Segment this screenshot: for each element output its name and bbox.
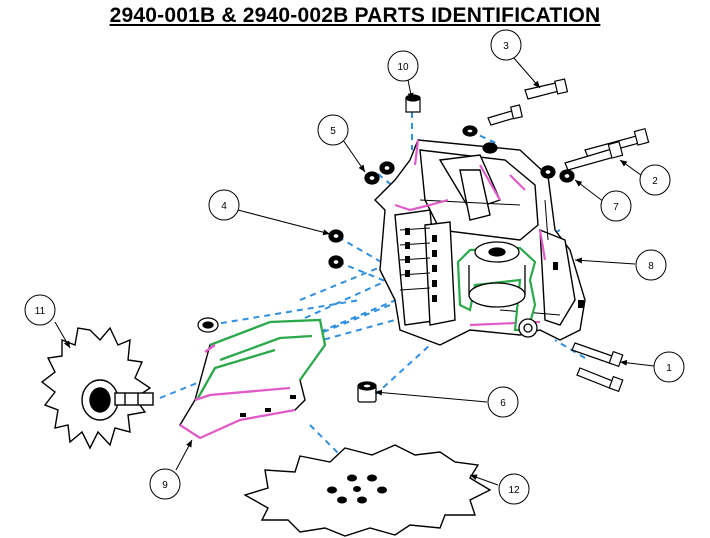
bolts-part-2 <box>564 127 650 171</box>
svg-text:10: 10 <box>397 62 409 73</box>
washer-on-arm <box>197 317 219 333</box>
svg-text:1: 1 <box>666 363 672 374</box>
bolts-part-1 <box>571 342 624 393</box>
svg-text:7: 7 <box>613 202 619 213</box>
arm-pink-highlights <box>179 344 296 440</box>
roller <box>468 241 538 338</box>
arm-holes <box>240 395 296 417</box>
arm-green-highlights <box>196 318 327 399</box>
nuts-part-5 <box>364 161 395 185</box>
notched-wheel-part-11 <box>40 326 154 450</box>
svg-text:2: 2 <box>652 176 658 187</box>
callout-3: 3 <box>490 29 522 61</box>
callout-11: 11 <box>24 294 56 326</box>
callout-4: 4 <box>208 189 240 221</box>
frame-slots <box>405 228 584 308</box>
svg-text:11: 11 <box>35 306 46 317</box>
callout-2: 2 <box>639 164 671 196</box>
svg-text:9: 9 <box>162 480 168 491</box>
callout-9: 9 <box>149 468 181 500</box>
leader-lines <box>54 56 655 486</box>
svg-text:6: 6 <box>500 398 506 409</box>
callout-7: 7 <box>600 190 632 222</box>
callout-10: 10 <box>387 50 419 82</box>
svg-text:12: 12 <box>508 485 520 496</box>
arm-part-9 <box>179 319 326 439</box>
svg-text:5: 5 <box>330 126 336 137</box>
callout-6: 6 <box>487 386 519 418</box>
svg-text:8: 8 <box>648 261 654 272</box>
callout-1: 1 <box>653 351 685 383</box>
callout-12: 12 <box>498 473 530 505</box>
svg-text:3: 3 <box>503 41 509 52</box>
page-title: 2940-001B & 2940-002B PARTS IDENTIFICATI… <box>109 4 601 27</box>
callout-8: 8 <box>635 249 667 281</box>
nut-part-6 <box>357 381 377 403</box>
notched-disc-part-12 <box>243 444 492 537</box>
washers-part-7 <box>540 165 575 183</box>
callout-5: 5 <box>317 114 349 146</box>
bolts-part-3 <box>462 78 569 137</box>
nuts-part-4 <box>328 229 344 269</box>
svg-text:4: 4 <box>221 201 227 212</box>
disc-bolt-holes <box>327 474 387 504</box>
